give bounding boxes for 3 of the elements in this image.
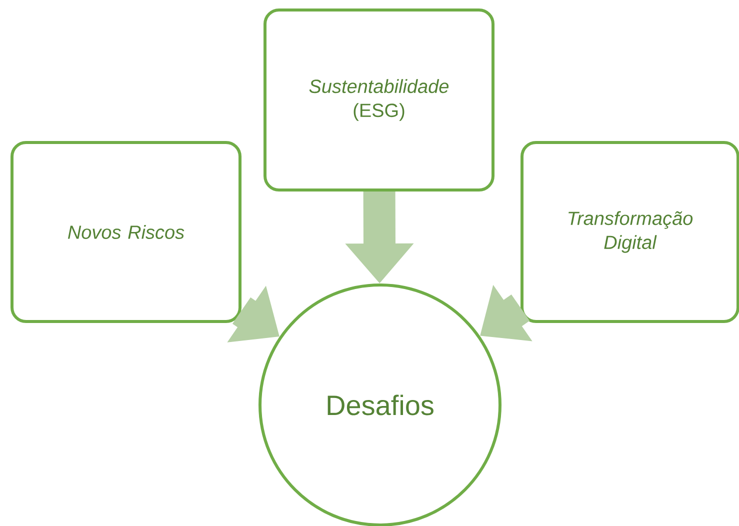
text-box: Sustentabilidade (ESG) xyxy=(264,8,494,192)
text-box: Transformação Digital xyxy=(520,141,739,323)
text-box: Novos Riscos xyxy=(10,141,242,323)
